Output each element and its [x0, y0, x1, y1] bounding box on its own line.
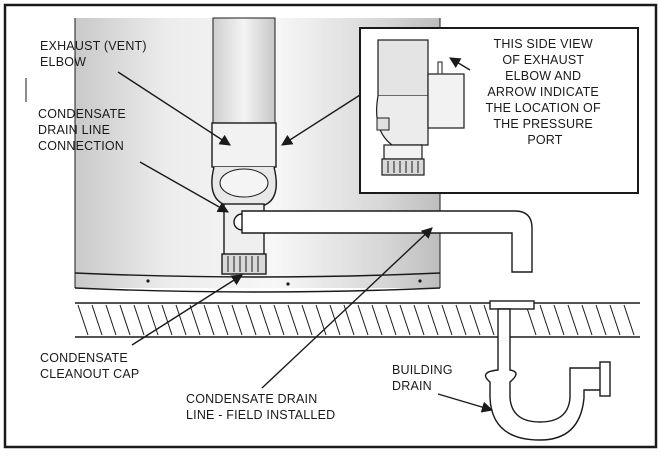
building-drain-arrow — [437, 393, 494, 413]
cleanout-cap-arrow — [131, 274, 243, 346]
label-drain-connection: CONDENSATE DRAIN LINE CONNECTION — [38, 107, 130, 153]
pressure-port-arrow — [449, 57, 471, 71]
building-drain-trap — [484, 300, 611, 441]
condensate-drain-line — [241, 210, 533, 273]
label-inset-note: THIS SIDE VIEW OF EXHAUST ELBOW AND ARRO… — [486, 37, 605, 147]
drain-connection-arrow — [139, 161, 229, 213]
leader-lines — [25, 57, 494, 413]
outer-border — [3, 3, 658, 449]
inset-arrow — [281, 94, 361, 146]
side-view-inset — [359, 27, 639, 194]
exhaust-elbow-arrow — [117, 71, 231, 146]
drain-line-arrow — [261, 227, 433, 389]
floor-hatch — [75, 302, 640, 338]
label-drain-line: CONDENSATE DRAIN LINE - FIELD INSTALLED — [186, 392, 335, 422]
label-cleanout-cap: CONDENSATE CLEANOUT CAP — [40, 351, 139, 381]
label-building-drain: BUILDING DRAIN — [392, 363, 456, 393]
label-exhaust-elbow: EXHAUST (VENT) ELBOW — [40, 39, 150, 69]
